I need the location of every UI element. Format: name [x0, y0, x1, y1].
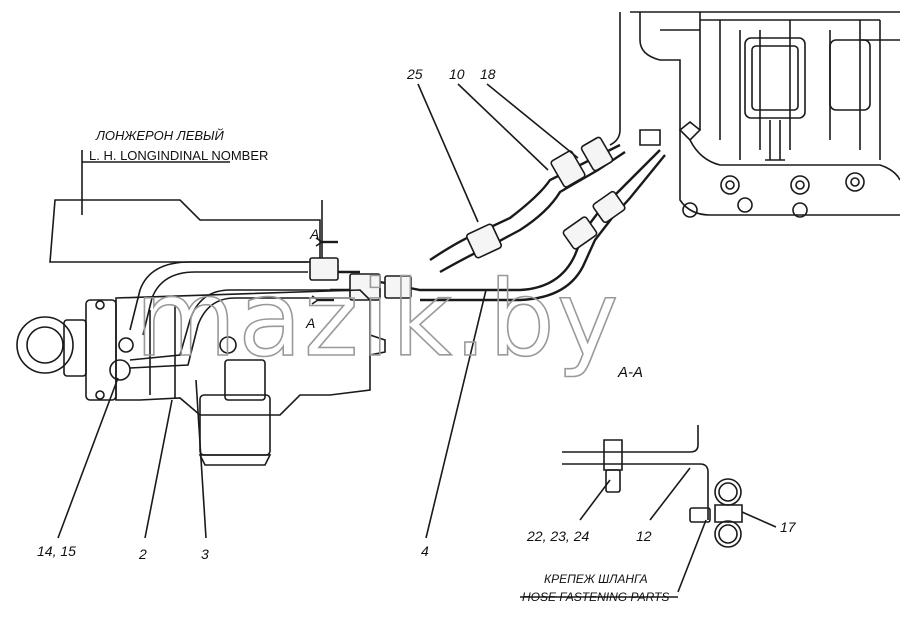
callout-14-15: 14, 15 [37, 543, 76, 559]
callout-2: 2 [138, 546, 147, 562]
callout-4: 4 [421, 543, 429, 559]
section-marks [311, 237, 338, 305]
section-view-title: A-A [617, 364, 643, 381]
section-detail [562, 425, 743, 548]
callout-22-23-24: 22, 23, 24 [526, 528, 589, 544]
watermark: mazik.by [135, 258, 620, 380]
callout-17: 17 [780, 519, 797, 535]
callout-25: 25 [406, 66, 423, 82]
left-spar [49, 150, 323, 270]
callout-12: 12 [636, 528, 652, 544]
hose-label-ru: КРЕПЕЖ ШЛАНГА [544, 572, 648, 586]
callout-10: 10 [449, 66, 465, 82]
hose-label-en: HOSE FASTENING PARTS [522, 590, 669, 604]
spar-label-ru: ЛОНЖЕРОН ЛЕВЫЙ [95, 127, 225, 143]
section-mark-a-top: A [309, 226, 319, 242]
callout-18: 18 [480, 66, 496, 82]
callout-3: 3 [201, 546, 209, 562]
spar-label-en: L. H. LONGINDINAL NOMBER [89, 148, 268, 163]
steering-pump [16, 289, 386, 466]
section-mark-a-bottom: A [305, 315, 315, 331]
engine-block [609, 11, 900, 218]
leader-lines [57, 83, 777, 598]
